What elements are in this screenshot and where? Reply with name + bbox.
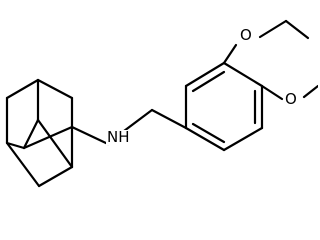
adamantane-bond (36, 118, 74, 169)
ring-bond (222, 61, 264, 88)
ring-bond (184, 61, 226, 88)
ch2-ch3-bond (284, 19, 310, 40)
n-ch2-bond (122, 108, 154, 133)
adamantane-bond (22, 118, 40, 150)
ethoxy-oxygen-label: O (239, 26, 253, 44)
o-ch2-bond (258, 19, 288, 39)
adamantane-bond (36, 78, 74, 100)
bond-layer (5, 19, 318, 188)
ring-bond (184, 126, 226, 152)
amine-label: NH (106, 128, 131, 146)
ring-double-bond (191, 122, 226, 144)
adamantane-bond (5, 141, 41, 188)
adamantane-bond (5, 78, 40, 100)
ring-o-bond (222, 43, 238, 65)
structure-diagram: NH O O (5, 19, 318, 188)
adamantane-bond (5, 141, 26, 150)
c-n-bond (70, 125, 110, 146)
adamantane-bond (22, 125, 74, 150)
ring-o-bond (260, 84, 284, 101)
ring-bond (222, 126, 264, 152)
ring-double-bond (191, 70, 226, 93)
ch2-ring-bond (150, 108, 188, 130)
adamantane-bond (37, 165, 74, 188)
o-ch3-bond (302, 84, 318, 99)
methoxy-oxygen-label: O (284, 90, 298, 108)
